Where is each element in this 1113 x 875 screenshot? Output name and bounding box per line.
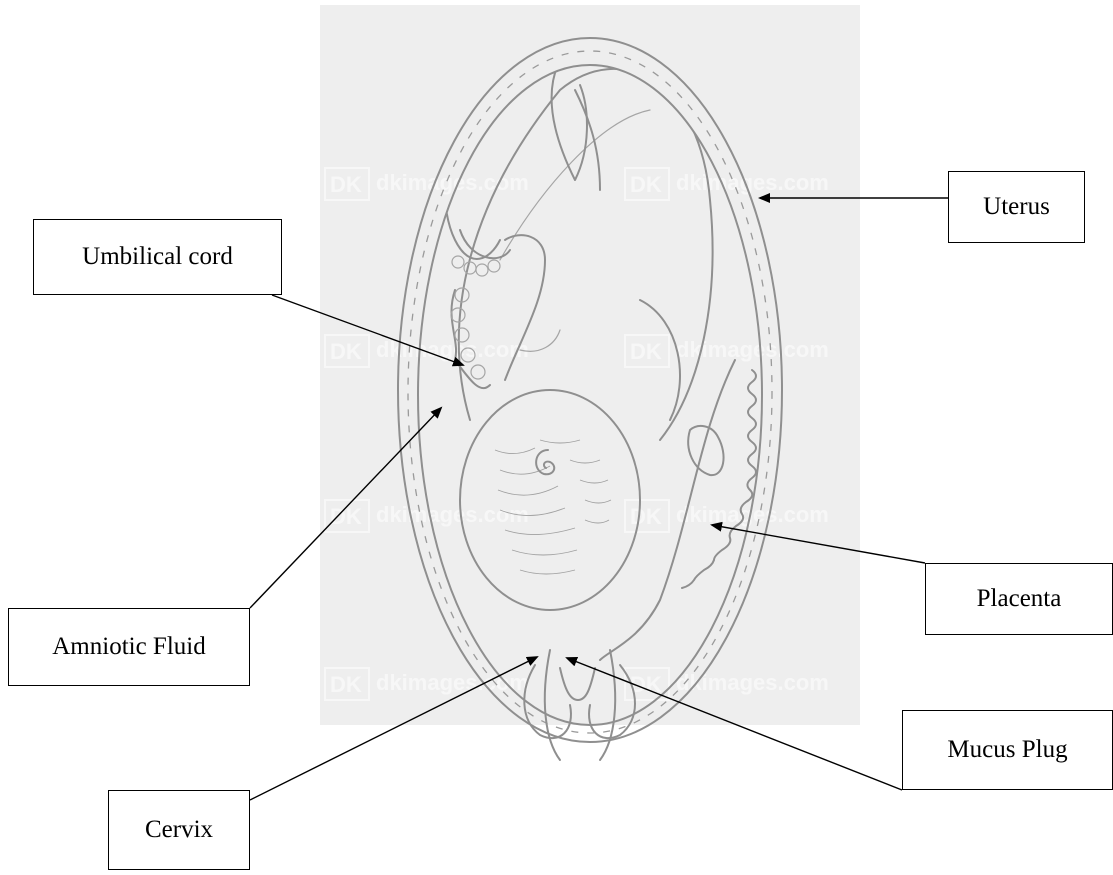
watermark-logo: DK xyxy=(630,172,662,197)
watermark-text: dkimages.com xyxy=(376,170,529,195)
watermark-logo: DK xyxy=(630,504,662,529)
placenta-label: Placenta xyxy=(925,563,1113,635)
watermark-text: dkimages.com xyxy=(676,170,829,195)
umbilical-cord-label: Umbilical cord xyxy=(33,219,282,295)
watermark-logo: DK xyxy=(630,339,662,364)
amniotic-fluid-label: Amniotic Fluid xyxy=(8,608,250,686)
mucus-plug-label: Mucus Plug xyxy=(902,710,1113,790)
uterus-label: Uterus xyxy=(948,171,1085,243)
watermark-logo: DK xyxy=(330,172,362,197)
watermark-logo: DK xyxy=(330,672,362,697)
watermark-logo: DK xyxy=(330,339,362,364)
watermark-text: dkimages.com xyxy=(676,670,829,695)
watermark-text: dkimages.com xyxy=(376,502,529,527)
cervix-label: Cervix xyxy=(108,790,250,870)
illustration-background xyxy=(320,5,860,725)
